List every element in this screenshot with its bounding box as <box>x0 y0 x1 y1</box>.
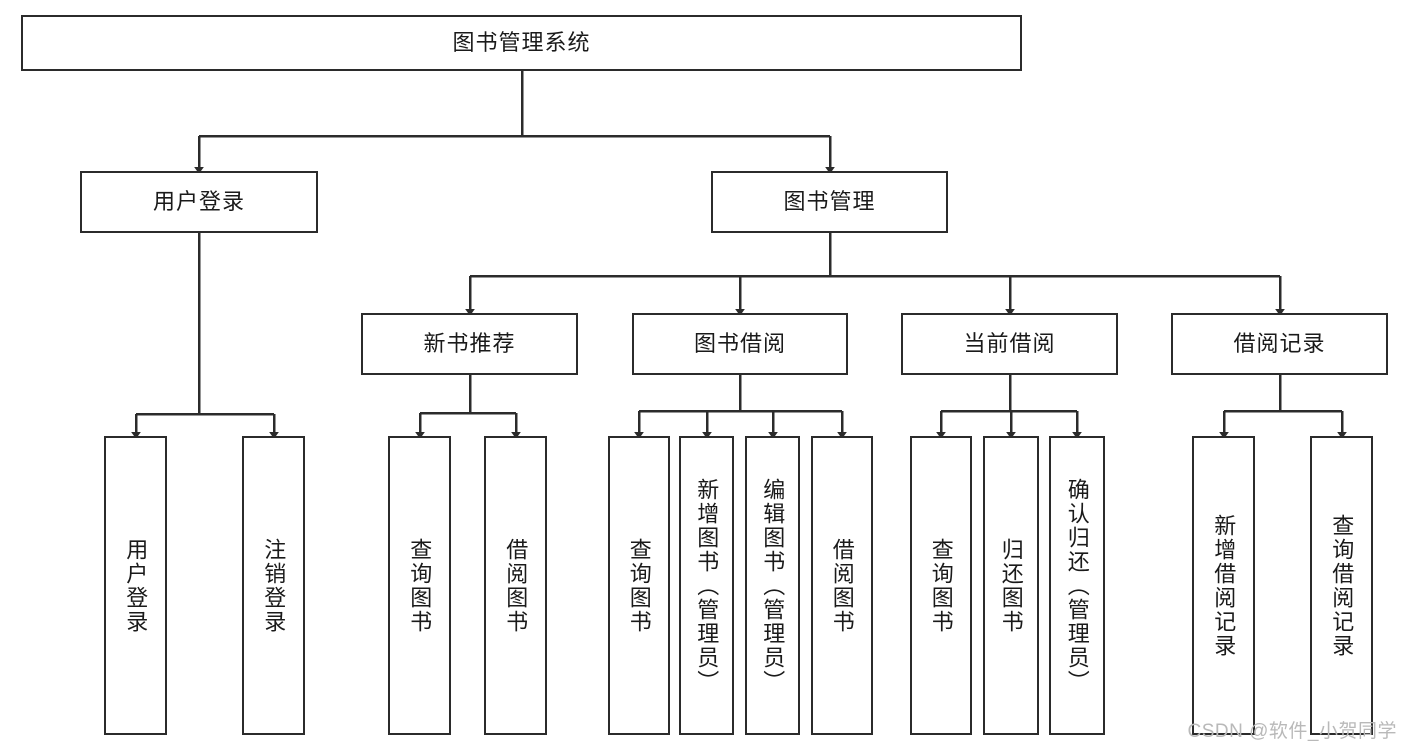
node-label-book-manage: 图书管理 <box>783 188 876 214</box>
node-leaf-rec-query[interactable]: 查询图书 <box>388 436 451 735</box>
node-label-leaf-book-edit: 编辑图书（管理员） <box>760 477 786 694</box>
node-root[interactable]: 图书管理系统 <box>21 15 1022 71</box>
node-label-leaf-book-add: 新增图书（管理员） <box>694 477 720 694</box>
node-label-leaf-cur-return: 归还图书 <box>998 537 1024 634</box>
watermark-text: CSDN @软件_小贺同学 <box>1187 721 1397 742</box>
node-leaf-rec-query2[interactable]: 查询借阅记录 <box>1310 436 1373 735</box>
node-leaf-book-edit[interactable]: 编辑图书（管理员） <box>745 436 800 735</box>
node-label-borrow-record: 借阅记录 <box>1233 330 1326 356</box>
node-label-leaf-user-login: 用户登录 <box>123 537 149 634</box>
node-leaf-cur-query[interactable]: 查询图书 <box>910 436 972 735</box>
node-label-leaf-book-borrow: 借阅图书 <box>829 537 855 634</box>
node-new-book-rec[interactable]: 新书推荐 <box>361 313 578 375</box>
edges-group <box>131 71 1347 439</box>
node-leaf-cur-confirm[interactable]: 确认归还（管理员） <box>1049 436 1105 735</box>
node-leaf-user-login[interactable]: 用户登录 <box>104 436 167 735</box>
node-label-leaf-rec-query: 查询图书 <box>407 537 433 634</box>
node-leaf-cur-return[interactable]: 归还图书 <box>983 436 1039 735</box>
node-label-book-borrow: 图书借阅 <box>693 330 786 356</box>
node-label-leaf-user-logout: 注销登录 <box>261 537 287 634</box>
node-label-leaf-rec-add: 新增借阅记录 <box>1211 513 1237 658</box>
node-current-borrow[interactable]: 当前借阅 <box>901 313 1118 375</box>
node-leaf-book-borrow[interactable]: 借阅图书 <box>811 436 873 735</box>
node-leaf-rec-borrow[interactable]: 借阅图书 <box>484 436 547 735</box>
node-borrow-record[interactable]: 借阅记录 <box>1171 313 1388 375</box>
node-book-borrow[interactable]: 图书借阅 <box>632 313 848 375</box>
node-leaf-book-add[interactable]: 新增图书（管理员） <box>679 436 734 735</box>
node-label-leaf-rec-query2: 查询借阅记录 <box>1329 513 1355 658</box>
node-label-new-book-rec: 新书推荐 <box>423 330 516 356</box>
node-label-leaf-rec-borrow: 借阅图书 <box>503 537 529 634</box>
node-label-leaf-borrow-query: 查询图书 <box>626 537 652 634</box>
node-leaf-borrow-query[interactable]: 查询图书 <box>608 436 670 735</box>
node-label-root: 图书管理系统 <box>452 29 591 55</box>
node-book-manage[interactable]: 图书管理 <box>711 171 948 233</box>
node-label-user-login: 用户登录 <box>152 188 245 214</box>
node-label-current-borrow: 当前借阅 <box>963 330 1056 356</box>
node-label-leaf-cur-confirm: 确认归还（管理员） <box>1064 477 1090 694</box>
node-label-leaf-cur-query: 查询图书 <box>928 537 954 634</box>
node-leaf-user-logout[interactable]: 注销登录 <box>242 436 305 735</box>
node-user-login[interactable]: 用户登录 <box>80 171 318 233</box>
node-leaf-rec-add[interactable]: 新增借阅记录 <box>1192 436 1255 735</box>
